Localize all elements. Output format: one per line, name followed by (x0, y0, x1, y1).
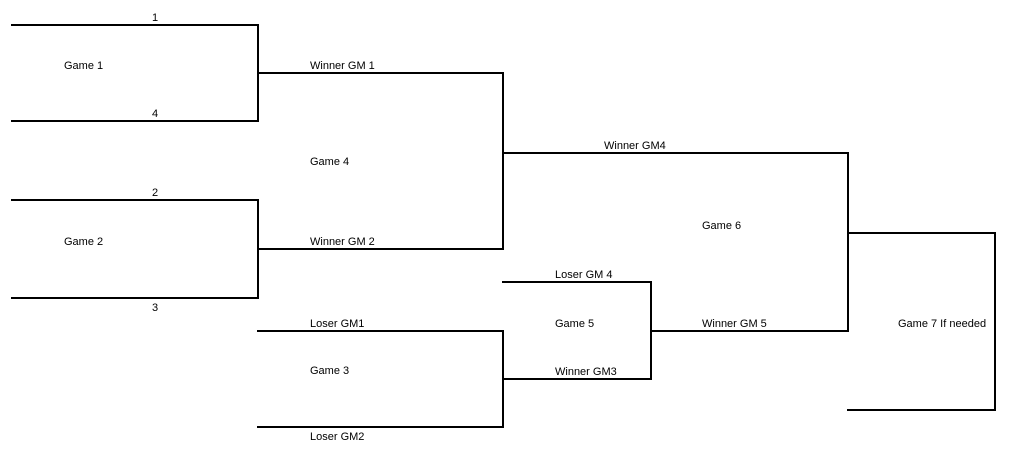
game-4-label: Game 4 (310, 156, 349, 168)
game-1-bracket: 1 Game 1 4 (11, 12, 504, 122)
game-5-top-input (502, 281, 652, 380)
game-3-label: Game 3 (310, 365, 349, 377)
seed-4-label: 4 (152, 108, 158, 120)
winner-gm2-label: Winner GM 2 (310, 236, 375, 248)
game-6-bracket: Winner GM4 Game 6 Winner GM 5 (604, 140, 996, 332)
game-4-bracket: Winner GM 1 Game 4 Winner GM 2 (310, 60, 849, 250)
game-1-label: Game 1 (64, 60, 103, 72)
game-7-bracket: Game 7 If needed (847, 232, 996, 411)
seed-2-label: 2 (152, 187, 158, 199)
loser-gm1-label: Loser GM1 (310, 318, 364, 330)
game-3-connector (257, 330, 504, 428)
loser-gm2-label: Loser GM2 (310, 431, 364, 443)
game-3-bracket: Loser GM1 Game 3 Loser GM2 (257, 318, 652, 443)
game-2-bracket: 2 Game 2 3 (11, 187, 504, 314)
game-6-label: Game 6 (702, 220, 741, 232)
winner-gm4-label: Winner GM4 (604, 140, 666, 152)
game-2-connector (11, 199, 259, 299)
game-7-label: Game 7 If needed (898, 318, 986, 330)
game-2-label: Game 2 (64, 236, 103, 248)
game-5-label: Game 5 (555, 318, 594, 330)
game-5-bracket: Loser GM 4 Game 5 Winner GM3 (502, 269, 849, 380)
seed-1-label: 1 (152, 12, 158, 24)
loser-gm4-label: Loser GM 4 (555, 269, 612, 281)
seed-3-label: 3 (152, 302, 158, 314)
winner-gm3-label: Winner GM3 (555, 366, 617, 378)
winner-gm5-label: Winner GM 5 (702, 318, 767, 330)
winner-gm1-label: Winner GM 1 (310, 60, 375, 72)
game-1-connector (11, 24, 259, 122)
game-7-connector (847, 232, 996, 411)
